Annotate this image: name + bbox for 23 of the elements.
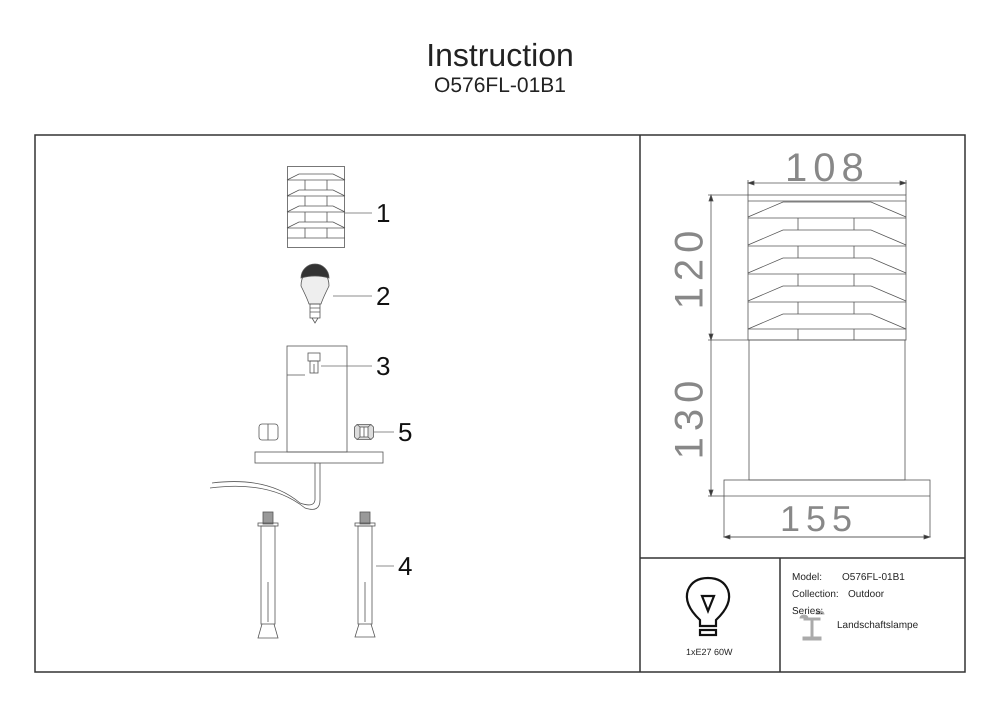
title: Instruction: [425, 36, 575, 74]
callout-number: 5: [398, 417, 418, 447]
leader-line: [344, 212, 372, 214]
dimension-value: 155: [780, 499, 858, 539]
callout-number: 1: [376, 198, 396, 228]
anchor-bolt-drawing: [354, 512, 376, 638]
field-value: Outdoor: [848, 589, 884, 601]
callout-number: 4: [398, 551, 418, 581]
field-name: Model:: [792, 572, 822, 584]
hex-nut-drawing: [354, 424, 374, 440]
field-value: Landschaftslampe: [837, 620, 918, 632]
lamp-shade-drawing: [287, 166, 345, 248]
dimension-value: 120: [669, 224, 710, 310]
callout-number: 3: [376, 351, 396, 381]
field-name: Collection:: [792, 589, 839, 601]
callout-number: 2: [376, 281, 396, 311]
power-rating: 1xE27 60W: [686, 646, 733, 658]
field-value: O576FL-01B1: [842, 572, 905, 584]
field-name: Series:: [792, 606, 824, 618]
dimension-value: 130: [669, 374, 710, 460]
dimension-value: 108: [785, 148, 870, 188]
model-code-heading: O576FL-01B1: [433, 73, 567, 99]
lamp-socket-drawing: [307, 352, 321, 374]
